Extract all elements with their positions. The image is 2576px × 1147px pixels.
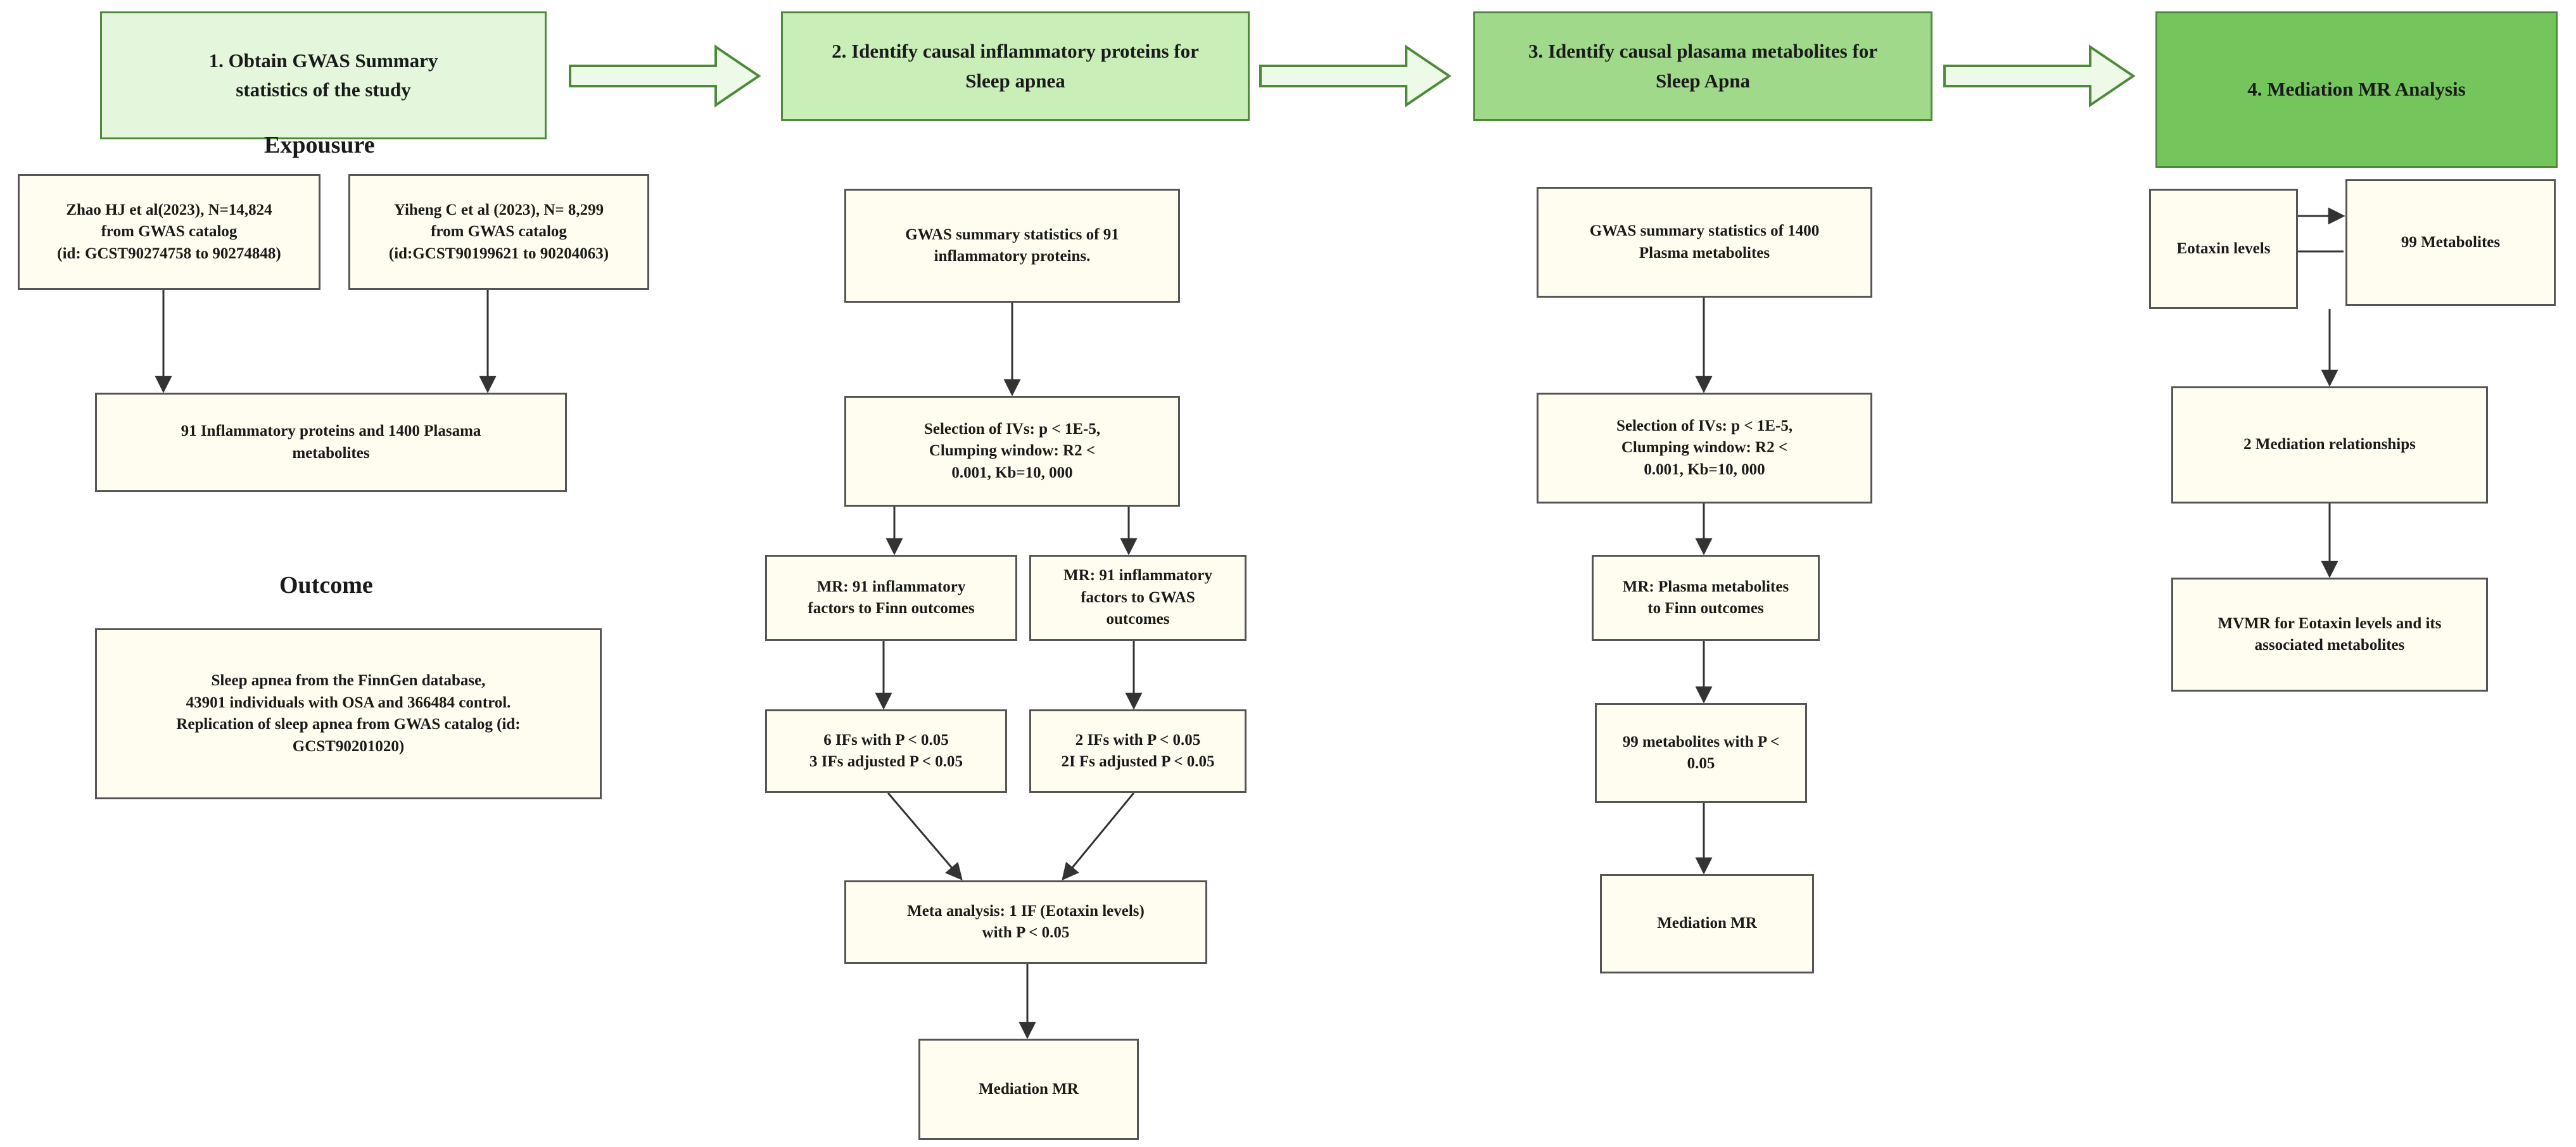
source-zhao-box: Zhao HJ et al(2023), N=14,824 from GWAS … (18, 174, 320, 290)
mvmr-box: MVMR for Eotaxin levels and its associat… (2171, 578, 2488, 692)
mr-finn-box: MR: 91 inflammatory factors to Finn outc… (765, 555, 1017, 641)
block-arrow-3-to-4 (1943, 44, 2136, 108)
eotaxin-levels-box: Eotaxin levels (2149, 189, 2298, 309)
combined-exposure-box: 91 Inflammatory proteins and 1400 Plasam… (95, 393, 567, 492)
gwas-metabolites-box: GWAS summary statistics of 1400 Plasma m… (1537, 187, 1872, 298)
outcome-box: Sleep apnea from the FinnGen database, 4… (95, 628, 602, 799)
mediation-mr-box-2: Mediation MR (918, 1039, 1139, 1140)
mr-gwas-box: MR: 91 inflammatory factors to GWAS outc… (1029, 555, 1247, 641)
header-step-4: 4. Mediation MR Analysis (2155, 11, 2558, 168)
gwas-inflammatory-box: GWAS summary statistics of 91 inflammato… (844, 189, 1180, 303)
mediation-relationships-box: 2 Mediation relationships (2171, 386, 2488, 504)
outcome-label: Outcome (279, 572, 373, 599)
meta-analysis-box: Meta analysis: 1 IF (Eotaxin levels) wit… (844, 880, 1207, 964)
exposure-label: Expousure (264, 132, 375, 158)
header-step-1: 1. Obtain GWAS Summary statistics of the… (100, 11, 547, 139)
block-arrow-2-to-3 (1259, 44, 1452, 108)
arrow-resfinn-to-meta (887, 792, 963, 881)
result-gwas-box: 2 IFs with P < 0.05 2I Fs adjusted P < 0… (1029, 709, 1247, 793)
header-step-2: 2. Identify causal inflammatory proteins… (781, 11, 1250, 121)
block-arrow-1-to-2 (569, 44, 761, 108)
selection-ivs-box-3: Selection of IVs: p < 1E-5, Clumping win… (1537, 393, 1872, 504)
header-step-3: 3. Identify causal plasama metabolites f… (1473, 11, 1932, 121)
mr-plasma-box: MR: Plasma metabolites to Finn outcomes (1592, 555, 1820, 641)
selection-ivs-box-2: Selection of IVs: p < 1E-5, Clumping win… (844, 396, 1180, 507)
metabolites-result-box: 99 metabolites with P < 0.05 (1595, 703, 1807, 803)
mediation-mr-box-3: Mediation MR (1600, 874, 1814, 973)
metabolites-99-box: 99 Metabolites (2345, 179, 2556, 306)
arrow-resgwas-to-meta (1062, 792, 1135, 881)
result-finn-box: 6 IFs with P < 0.05 3 IFs adjusted P < 0… (765, 709, 1007, 793)
source-yiheng-box: Yiheng C et al (2023), N= 8,299 from GWA… (348, 174, 649, 290)
